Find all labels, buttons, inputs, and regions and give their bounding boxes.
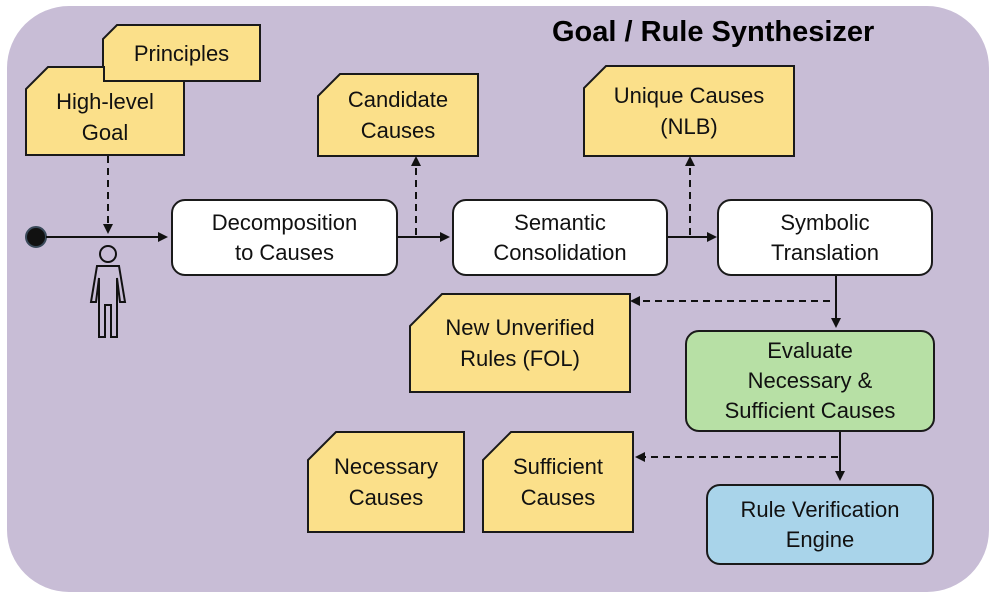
high-level-goal-doc: High-level Goal (25, 66, 185, 156)
symbolic-line1: Symbolic (780, 209, 870, 235)
candidate-causes-doc: Candidate Causes (317, 73, 479, 157)
semantic-consolidation-box: Semantic Consolidation (452, 199, 668, 276)
evaluate-line2: Necessary & (747, 368, 873, 393)
sufficient-causes-doc: Sufficient Causes (482, 431, 634, 533)
unique-line2: (NLB) (660, 114, 718, 139)
engine-line1: Rule Verification (740, 496, 900, 522)
semantic-line2: Consolidation (493, 239, 627, 265)
decomposition-line2: to Causes (234, 239, 335, 265)
person-icon (89, 245, 127, 338)
start-node-icon (25, 226, 47, 248)
engine-line2: Engine (785, 526, 855, 552)
evaluate-line3: Sufficient Causes (724, 398, 896, 423)
symbolic-translation-box: Symbolic Translation (717, 199, 933, 276)
necessary-causes-doc: Necessary Causes (307, 431, 465, 533)
decomposition-line1: Decomposition (211, 209, 358, 235)
symbolic-line2: Translation (770, 239, 879, 265)
evaluate-box: Evaluate Necessary & Sufficient Causes (685, 330, 935, 432)
unique-causes-doc: Unique Causes (NLB) (583, 65, 795, 157)
principles-doc: Principles (102, 24, 261, 82)
goal-line2: Goal (81, 120, 129, 145)
candidate-line1: Candidate (347, 87, 449, 112)
semantic-line1: Semantic (514, 209, 606, 235)
unique-line1: Unique Causes (613, 83, 765, 108)
candidate-line2: Causes (360, 118, 436, 143)
evaluate-line1: Evaluate (767, 338, 853, 363)
necessary-line2: Causes (348, 485, 424, 510)
sufficient-line1: Sufficient (512, 454, 604, 479)
rule-verification-engine-box: Rule Verification Engine (706, 484, 934, 565)
unverified-line2: Rules (FOL) (460, 346, 580, 371)
necessary-line1: Necessary (334, 454, 438, 479)
sufficient-line2: Causes (520, 485, 596, 510)
new-unverified-rules-doc: New Unverified Rules (FOL) (409, 293, 631, 393)
unverified-line1: New Unverified (445, 315, 595, 340)
goal-line1: High-level (56, 89, 154, 114)
principles-label: Principles (133, 40, 230, 66)
diagram-title: Goal / Rule Synthesizer (552, 16, 875, 48)
decomposition-box: Decomposition to Causes (171, 199, 398, 276)
